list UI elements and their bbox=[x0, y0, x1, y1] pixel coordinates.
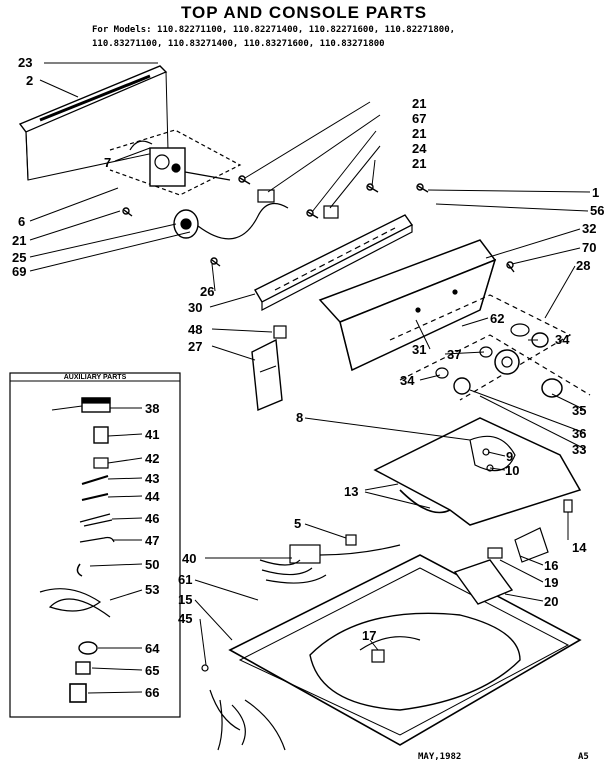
callout-2: 2 bbox=[26, 73, 33, 88]
callout-37: 37 bbox=[447, 347, 461, 362]
print-date: MAY,1982 bbox=[418, 752, 462, 762]
callout-34b: 34 bbox=[400, 373, 415, 388]
end-cap bbox=[251, 325, 287, 412]
callout-46: 46 bbox=[145, 511, 159, 526]
washer-lid bbox=[373, 417, 582, 526]
callout-33: 33 bbox=[572, 442, 586, 457]
page-title: TOP AND CONSOLE PARTS bbox=[180, 3, 428, 22]
callout-5: 5 bbox=[294, 516, 301, 531]
callout-10: 10 bbox=[505, 463, 519, 478]
callout-15: 15 bbox=[178, 592, 192, 607]
callout-32: 32 bbox=[582, 221, 596, 236]
callout-14: 14 bbox=[572, 540, 587, 555]
callout-36: 36 bbox=[572, 426, 586, 441]
callout-28: 28 bbox=[576, 258, 590, 273]
wiring-harness bbox=[259, 534, 401, 584]
auxiliary-parts-box bbox=[9, 372, 181, 718]
callout-20: 20 bbox=[544, 594, 558, 609]
callout-48: 48 bbox=[188, 322, 202, 337]
callout-70: 70 bbox=[582, 240, 596, 255]
callout-21c: 21 bbox=[412, 156, 426, 171]
callout-26: 26 bbox=[200, 284, 214, 299]
page-code: A5 bbox=[578, 752, 589, 762]
lower-harness bbox=[201, 664, 286, 751]
console-back-panel bbox=[18, 65, 169, 181]
callout-7: 7 bbox=[104, 155, 111, 170]
callout-41: 41 bbox=[145, 427, 159, 442]
callout-23: 23 bbox=[18, 55, 32, 70]
model-list-line-2: 110.83271100, 110.83271400, 110.83271600… bbox=[92, 39, 385, 49]
callout-38: 38 bbox=[145, 401, 159, 416]
callout-34a: 34 bbox=[555, 332, 570, 347]
callout-65: 65 bbox=[145, 663, 159, 678]
callout-27: 27 bbox=[188, 339, 202, 354]
callout-61: 61 bbox=[178, 572, 192, 587]
callout-31: 31 bbox=[412, 342, 426, 357]
callout-30: 30 bbox=[188, 300, 202, 315]
model-list-line-1: For Models: 110.82271100, 110.82271400, … bbox=[92, 25, 456, 35]
callout-64: 64 bbox=[145, 641, 160, 656]
callout-16: 16 bbox=[544, 558, 558, 573]
callout-24: 24 bbox=[412, 141, 427, 156]
callout-47: 47 bbox=[145, 533, 159, 548]
callout-43: 43 bbox=[145, 471, 159, 486]
callout-40: 40 bbox=[182, 551, 196, 566]
model-list: For Models: 110.82271100, 110.82271400, … bbox=[92, 23, 455, 51]
lid-switch-assembly bbox=[453, 527, 549, 605]
switch-motor bbox=[173, 202, 289, 240]
console-bracket bbox=[254, 214, 414, 311]
washer-top bbox=[228, 554, 582, 746]
callout-8: 8 bbox=[296, 410, 303, 425]
screws bbox=[122, 175, 515, 273]
selector-switch bbox=[257, 189, 339, 219]
callout-25: 25 bbox=[12, 250, 26, 265]
callout-35: 35 bbox=[572, 403, 586, 418]
callout-21d: 21 bbox=[12, 233, 26, 248]
callout-50: 50 bbox=[145, 557, 159, 572]
callout-62: 62 bbox=[490, 311, 504, 326]
knob-group bbox=[389, 294, 591, 401]
callout-42: 42 bbox=[145, 451, 159, 466]
callout-17: 17 bbox=[362, 628, 376, 643]
callout-numbers: 21 67 21 24 21 23 2 7 6 21 25 69 1 56 32… bbox=[12, 55, 604, 700]
lid-hinge bbox=[563, 499, 573, 513]
callout-53: 53 bbox=[145, 582, 159, 597]
callout-21a: 21 bbox=[412, 96, 426, 111]
callout-66: 66 bbox=[145, 685, 159, 700]
auxiliary-parts-title: AUXILIARY PARTS bbox=[64, 374, 127, 381]
callout-6: 6 bbox=[18, 214, 25, 229]
callout-56: 56 bbox=[590, 203, 604, 218]
callout-1: 1 bbox=[592, 185, 599, 200]
callout-13: 13 bbox=[344, 484, 358, 499]
control-console bbox=[318, 239, 497, 372]
leader-lines bbox=[29, 62, 591, 694]
timer-assembly bbox=[109, 129, 242, 196]
callout-67: 67 bbox=[412, 111, 426, 126]
callout-44: 44 bbox=[145, 489, 160, 504]
callout-45: 45 bbox=[178, 611, 192, 626]
callout-9: 9 bbox=[506, 449, 513, 464]
callout-21b: 21 bbox=[412, 126, 426, 141]
callout-19: 19 bbox=[544, 575, 558, 590]
callout-69: 69 bbox=[12, 264, 26, 279]
